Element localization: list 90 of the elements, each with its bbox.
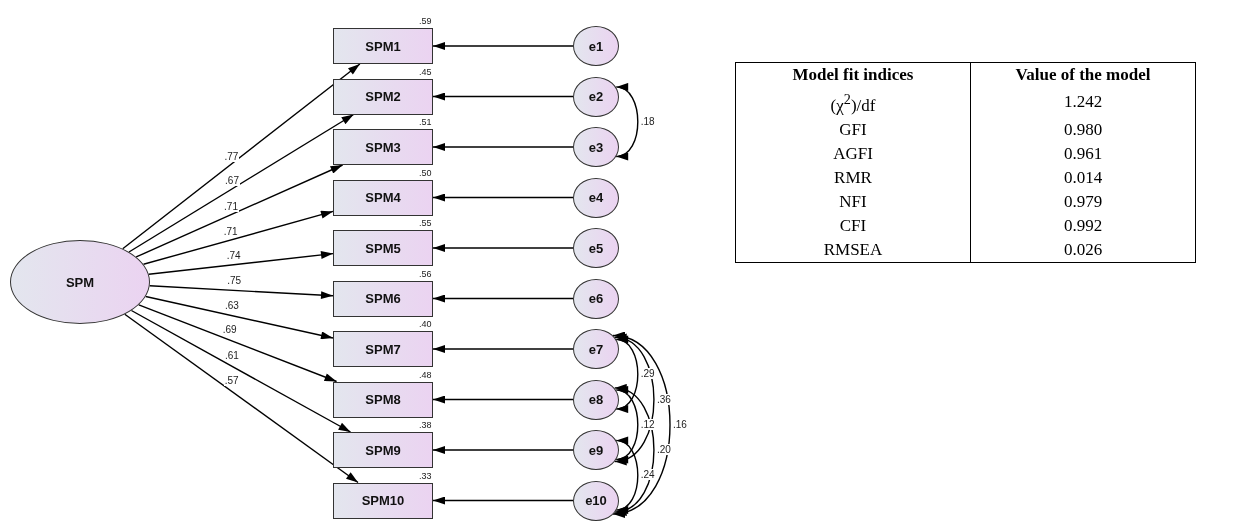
path-arrow	[130, 309, 352, 433]
r-squared-value: .56	[419, 268, 432, 279]
path-arrow	[432, 143, 574, 151]
table-cell: 1.242	[970, 87, 1196, 118]
table-cell: AGFI	[735, 141, 971, 166]
path-arrow	[122, 63, 361, 250]
r-squared-value: .33	[419, 470, 432, 481]
covariance-arrow	[612, 333, 671, 516]
indicator-box: SPM5	[333, 230, 433, 266]
covariance-arrow	[614, 335, 655, 464]
path-arrow	[138, 304, 338, 383]
indicator-box: SPM6	[333, 280, 433, 317]
error-circle: e10	[573, 480, 619, 521]
error-circle: e2	[573, 76, 619, 117]
edge-label: .57	[223, 374, 240, 386]
error-circle: e4	[573, 177, 619, 218]
indicator-box: SPM8	[333, 381, 433, 418]
path-arrow	[432, 42, 574, 50]
table-cell: GFI	[735, 117, 971, 142]
path-arrow	[148, 250, 334, 275]
path-arrow	[432, 395, 574, 404]
edge-label: .74	[225, 249, 242, 261]
indicator-box: SPM7	[333, 331, 433, 367]
error-circle: e8	[573, 379, 619, 420]
table-cell: CFI	[735, 213, 971, 238]
path-arrow	[432, 294, 574, 303]
error-circle: e6	[573, 278, 619, 319]
edge-label: .36	[655, 393, 672, 405]
edge-label: .29	[639, 368, 656, 380]
indicator-box: SPM2	[333, 78, 433, 115]
indicator-box: SPM4	[333, 179, 433, 216]
edge-label: .18	[639, 115, 656, 127]
error-circle: e9	[573, 430, 619, 470]
error-circle: e7	[573, 329, 619, 369]
edge-label: .69	[221, 324, 238, 336]
table-cell: RMR	[735, 165, 971, 190]
indicator-box: SPM3	[333, 129, 433, 165]
edge-label: .71	[223, 200, 239, 212]
error-circle: e5	[573, 228, 619, 268]
error-circle: e1	[573, 26, 619, 66]
r-squared-value: .45	[419, 66, 432, 77]
column-header: Model fit indices	[735, 62, 971, 87]
path-arrow	[124, 313, 359, 484]
covariance-arrow	[615, 388, 639, 462]
table-cell: 0.026	[970, 237, 1196, 263]
edge-label: .71	[222, 225, 239, 237]
edge-label: .77	[223, 150, 240, 162]
edge-label: .16	[672, 418, 688, 430]
path-arrow	[432, 496, 574, 505]
edge-label: .12	[639, 418, 656, 430]
table-cell: NFI	[735, 189, 971, 214]
latent-variable-ellipse: SPM	[10, 240, 150, 324]
indicator-box: SPM10	[333, 482, 433, 519]
edge-label: .24	[639, 469, 656, 481]
indicator-box: SPM9	[333, 432, 433, 468]
table-cell: 0.961	[970, 141, 1196, 166]
r-squared-value: .50	[419, 167, 432, 178]
edge-label: .20	[655, 444, 672, 455]
r-squared-value: .40	[419, 319, 432, 329]
covariance-arrow	[615, 438, 639, 512]
r-squared-value: .38	[419, 420, 432, 430]
r-squared-value: .48	[419, 369, 432, 380]
r-squared-value: .55	[419, 218, 432, 228]
table-cell: 0.979	[970, 189, 1196, 214]
r-squared-value: .51	[419, 117, 432, 127]
error-circle: e3	[573, 127, 619, 167]
table-cell: (χ$^{2}$)/df	[735, 87, 971, 118]
path-arrow	[432, 446, 574, 454]
edge-label: .67	[224, 175, 240, 187]
table-cell: RMSEA	[735, 237, 971, 263]
path-arrow	[145, 295, 334, 340]
covariance-arrow	[615, 85, 639, 159]
path-arrow	[135, 164, 344, 258]
edge-label: .61	[224, 350, 240, 362]
column-header: Value of the model	[970, 62, 1196, 87]
edge-label: .63	[223, 300, 240, 312]
edge-label: .75	[226, 275, 243, 287]
covariance-arrow	[614, 386, 655, 514]
table-cell: 0.992	[970, 213, 1196, 238]
path-arrow	[149, 285, 334, 300]
path-arrow	[128, 113, 355, 253]
path-arrow	[432, 193, 574, 202]
table-cell: 0.014	[970, 165, 1196, 190]
table-cell: 0.980	[970, 117, 1196, 142]
r-squared-value: .59	[419, 16, 432, 26]
path-arrow	[432, 345, 574, 353]
path-arrow	[432, 244, 574, 252]
path-arrow	[432, 92, 574, 101]
covariance-arrow	[615, 337, 639, 411]
indicator-box: SPM1	[333, 28, 433, 64]
